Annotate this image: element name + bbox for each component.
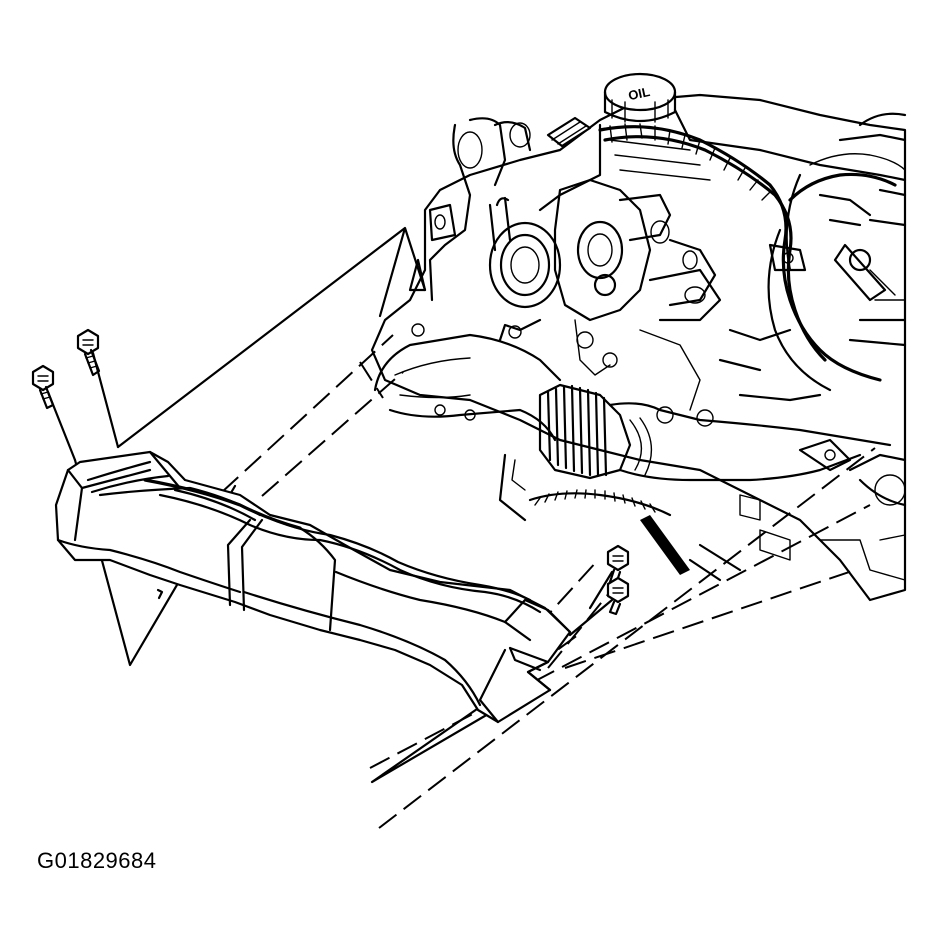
oil-cap-label: OIL — [627, 84, 651, 103]
alignment-lines — [221, 334, 876, 829]
figure-id-label: G01829684 — [37, 848, 157, 873]
bolt-lead-line-3 — [588, 570, 614, 610]
bolt-upper-left — [76, 328, 101, 377]
air-inlet-duct — [54, 450, 572, 724]
bolt-lead-line-4 — [568, 598, 614, 637]
engine-assembly: OIL — [370, 72, 907, 602]
guide-line-right — [370, 698, 497, 784]
bolt-right-upper — [606, 544, 630, 586]
guide-line-left-upper — [116, 226, 427, 449]
bolt-right-lower — [606, 576, 630, 616]
bolt-lower-left — [31, 364, 55, 410]
oil-cap: OIL — [603, 72, 677, 123]
bellows-coupler — [538, 383, 892, 482]
